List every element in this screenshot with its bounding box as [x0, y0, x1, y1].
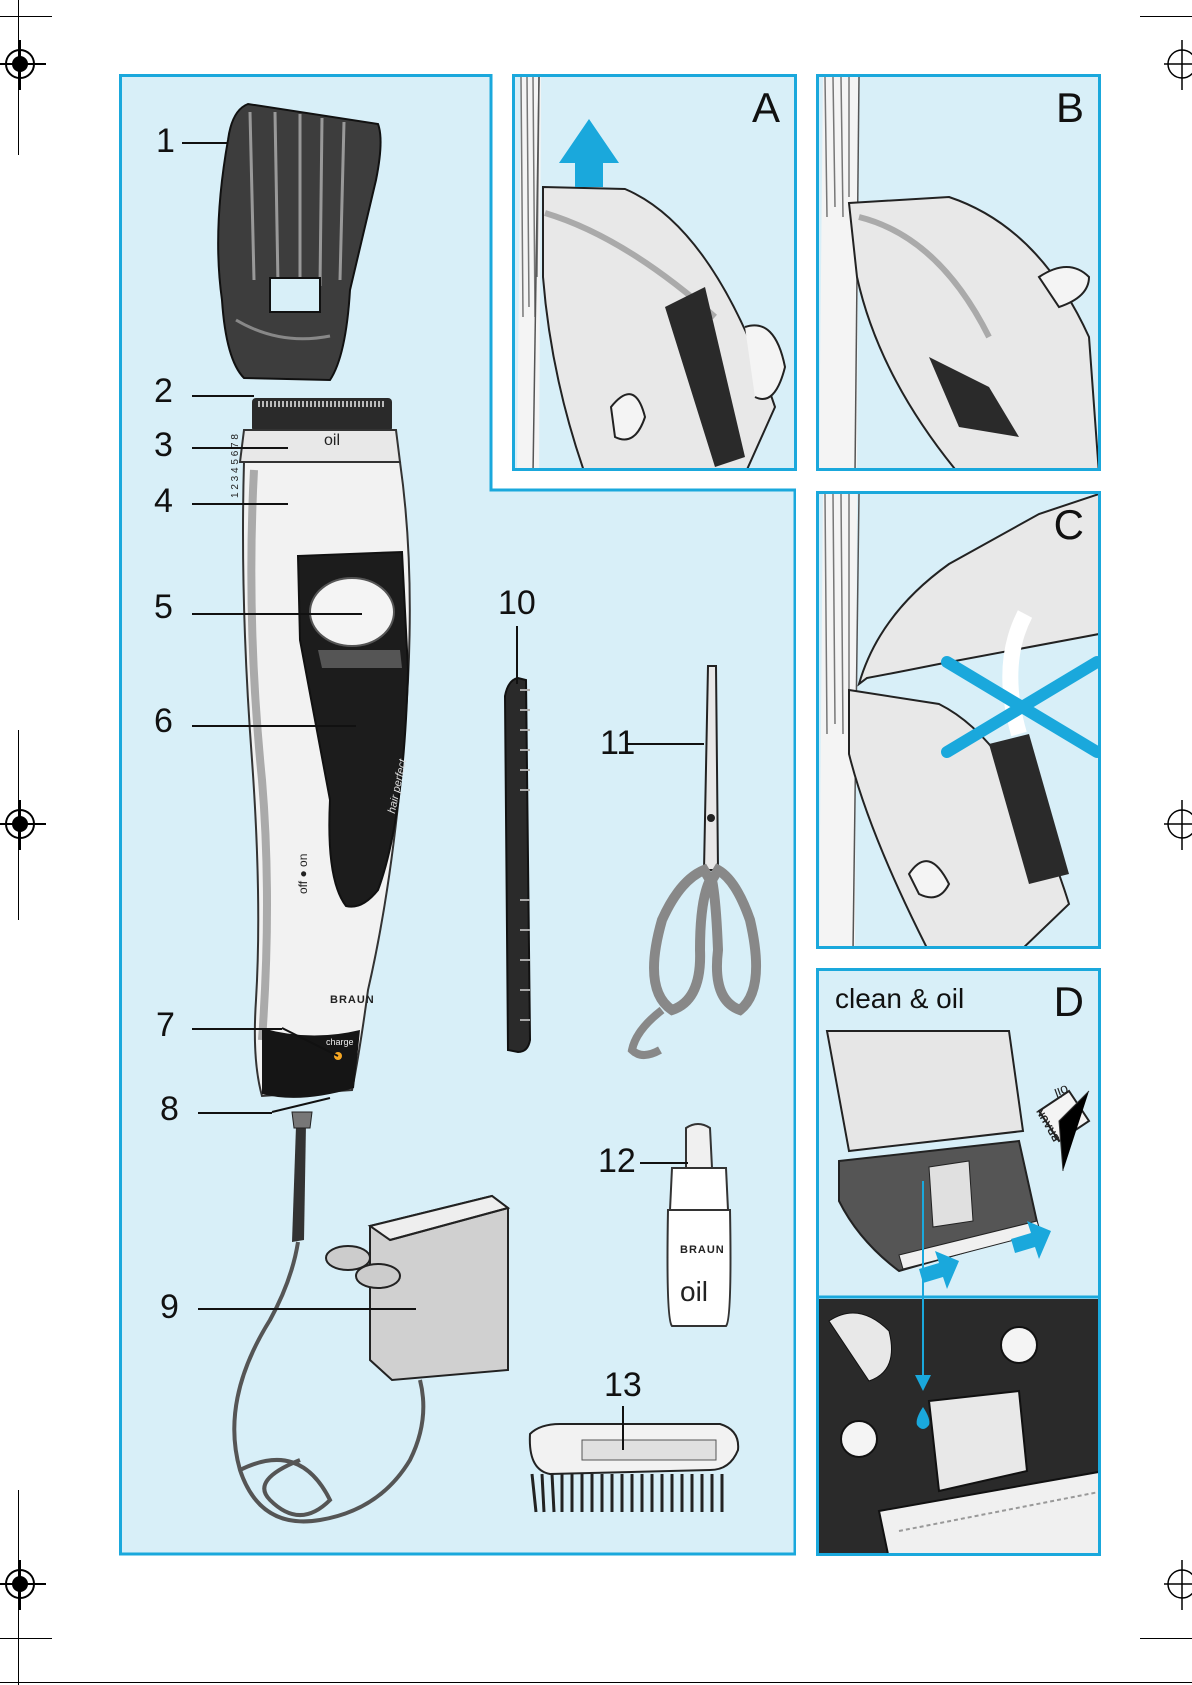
crop-line — [18, 1490, 19, 1685]
device-charge-label: charge — [326, 1037, 354, 1047]
leader-line — [622, 1406, 624, 1450]
callout-12: 12 — [598, 1144, 636, 1178]
panel-c-letter: C — [1054, 504, 1084, 546]
leader-line — [192, 503, 288, 505]
callout-4: 4 — [154, 484, 173, 518]
registration-mark-mid-left-icon — [0, 800, 60, 860]
panel-d: clean & oil D BRAUN oil — [816, 968, 1101, 1556]
callout-7: 7 — [156, 1008, 175, 1042]
registration-mark-top-left-icon — [0, 40, 60, 100]
panel-a-illustration — [515, 77, 797, 471]
crop-line — [0, 1682, 1192, 1683]
callout-11: 11 — [600, 726, 635, 760]
panel-b-letter: B — [1056, 87, 1084, 129]
leader-line — [182, 142, 228, 144]
callout-10: 10 — [498, 586, 536, 620]
panel-d-caption: clean & oil — [835, 983, 964, 1015]
panel-b-illustration — [819, 77, 1101, 471]
panel-b: B — [816, 74, 1101, 471]
leader-line — [198, 1308, 416, 1310]
panel-d-letter: D — [1054, 981, 1084, 1023]
device-switch-label: off ● on — [296, 854, 310, 894]
crop-line — [18, 0, 19, 155]
callout-3: 3 — [154, 428, 173, 462]
callout-13: 13 — [604, 1368, 642, 1402]
leader-line — [192, 395, 254, 397]
crop-line — [1140, 1638, 1192, 1639]
callout-8: 8 — [160, 1092, 179, 1126]
device-brand-logo: BRAUN — [330, 994, 375, 1006]
crop-line — [18, 730, 19, 920]
registration-mark-bottom-left-icon — [0, 1560, 60, 1620]
panel-d-illustration — [819, 971, 1101, 1556]
device-head-label: oil — [324, 432, 340, 450]
oil-bottle-label: oil — [680, 1276, 708, 1308]
leader-line — [192, 613, 362, 615]
registration-mark-top-right-icon — [1150, 40, 1192, 100]
crop-line — [1140, 16, 1192, 17]
crop-line — [0, 1638, 52, 1639]
up-arrow-icon — [559, 119, 619, 187]
callout-5: 5 — [154, 590, 173, 624]
callout-1: 1 — [156, 124, 175, 158]
panel-c-illustration — [819, 494, 1101, 949]
registration-mark-mid-right-icon — [1150, 800, 1192, 860]
leader-line — [192, 725, 356, 727]
panel-a-letter: A — [752, 87, 780, 129]
callout-6: 6 — [154, 704, 173, 738]
callout-9: 9 — [160, 1290, 179, 1324]
leader-line — [192, 447, 288, 449]
panel-c: C — [816, 491, 1101, 949]
callout-2: 2 — [154, 374, 173, 408]
panel-a: A — [512, 74, 797, 471]
crop-line — [0, 16, 52, 17]
device-length-scale: 1 2 3 4 5 6 7 8 — [230, 434, 241, 498]
leader-line — [192, 1028, 282, 1030]
leader-line — [640, 1162, 688, 1164]
leader-line — [198, 1112, 272, 1114]
leader-line — [516, 626, 518, 684]
oil-bottle-brand-logo: BRAUN — [680, 1244, 725, 1256]
registration-mark-bottom-right-icon — [1150, 1560, 1192, 1620]
